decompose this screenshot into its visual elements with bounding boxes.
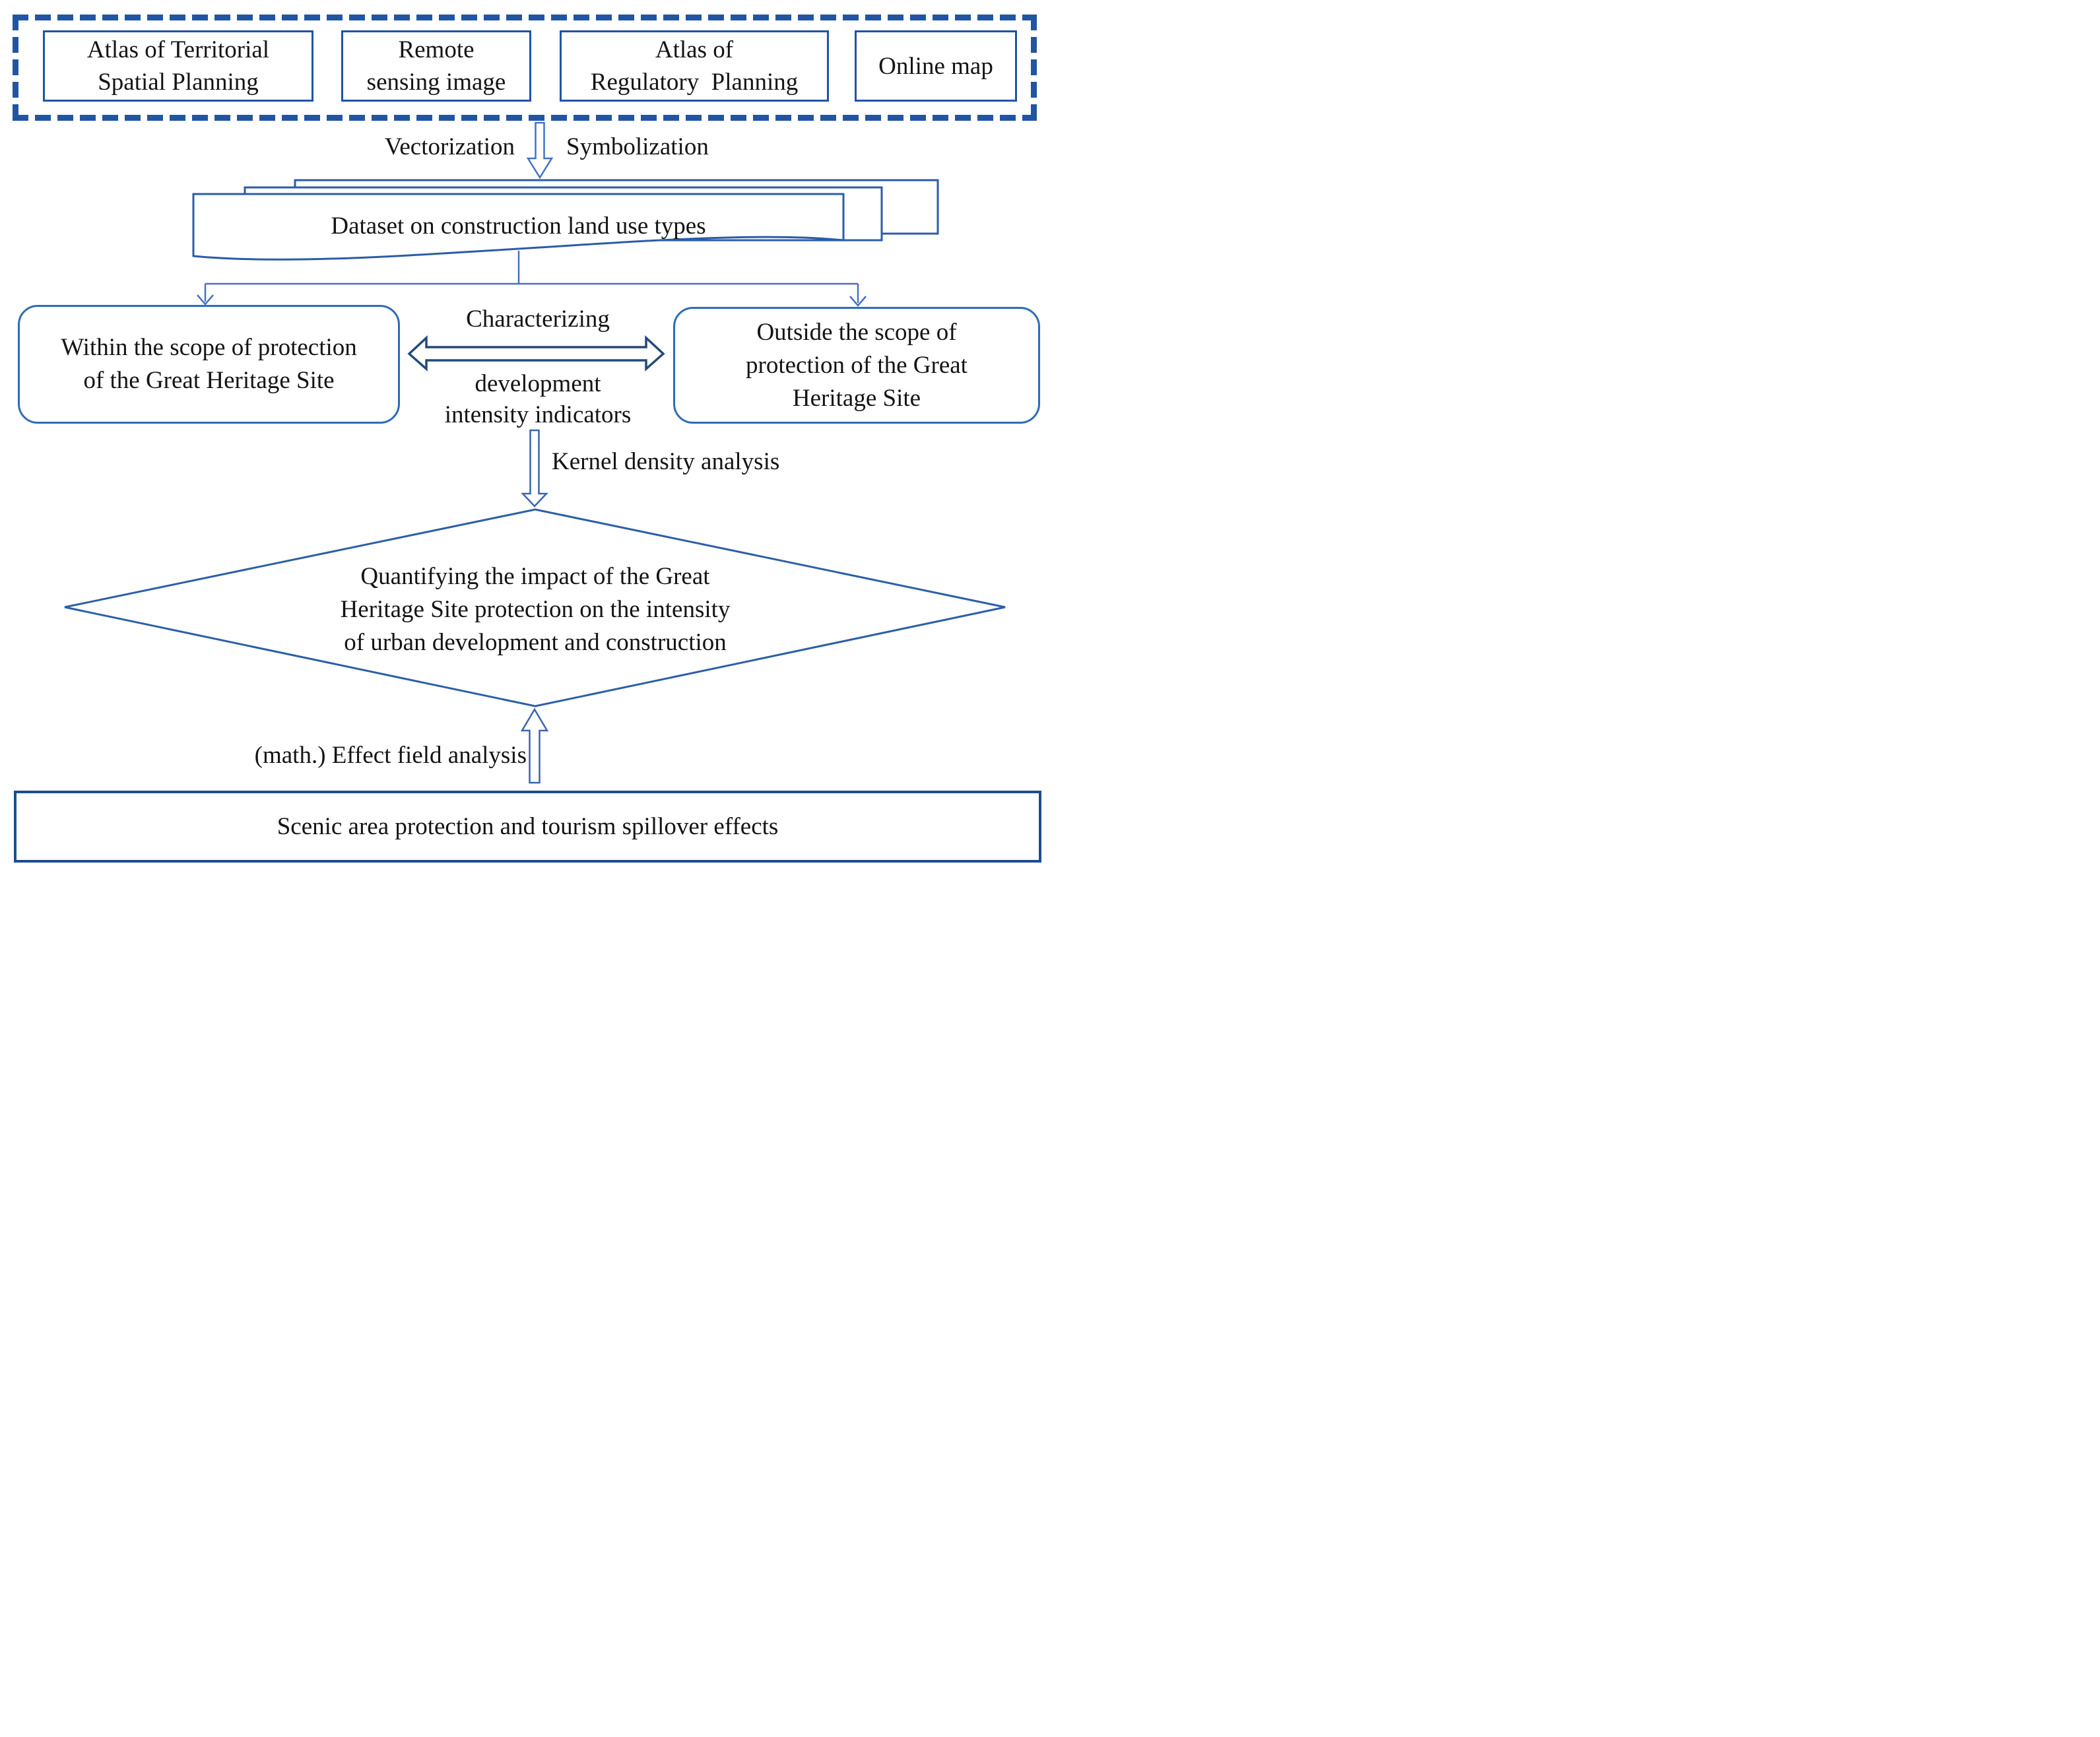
development-indicators-label: development intensity indicators <box>389 368 686 430</box>
source-box-line: sensing image <box>366 69 506 96</box>
flowchart-figure: Atlas of Territorial Spatial Planning Re… <box>0 0 1050 868</box>
diamond-shape <box>64 508 1006 707</box>
scenic-area-box: Scenic area protection and tourism spill… <box>14 791 1041 863</box>
down-arrow-icon <box>526 121 554 180</box>
within-scope-line: of the Great Heritage Site <box>83 367 335 394</box>
diamond-line: of urban development and construction <box>344 629 727 656</box>
branch-arrowhead-right-icon <box>849 296 867 307</box>
source-box-remote-sensing: Remote sensing image <box>341 30 531 102</box>
branch-arrowhead-left-icon <box>197 294 214 306</box>
dashed-frame-bottom <box>13 115 1037 121</box>
effect-arrow-icon <box>520 707 549 784</box>
within-scope-line: Within the scope of protection <box>61 334 357 361</box>
symbolization-label: Symbolization <box>566 133 709 160</box>
within-scope-box: Within the scope of protection of the Gr… <box>18 305 400 424</box>
vectorization-label: Vectorization <box>384 133 515 160</box>
source-box-online-map: Online map <box>855 30 1017 102</box>
double-arrow-icon <box>407 335 665 372</box>
source-box-territorial-planning: Atlas of Territorial Spatial Planning <box>43 30 313 102</box>
source-box-line: Spatial Planning <box>98 69 259 96</box>
scenic-area-label: Scenic area protection and tourism spill… <box>277 813 779 840</box>
characterizing-label: Characterizing <box>466 306 610 333</box>
outside-scope-box: Outside the scope of protection of the G… <box>673 307 1040 424</box>
kernel-arrow-icon <box>521 429 548 508</box>
source-box-line: Atlas of Territorial <box>86 36 270 63</box>
source-box-regulatory-planning: Atlas of Regulatory Planning <box>560 30 829 102</box>
dataset-label: Dataset on construction land use types <box>331 213 706 240</box>
dashed-frame-top <box>13 15 1037 20</box>
diamond-line: Quantifying the impact of the Great <box>360 563 710 590</box>
dashed-frame-left <box>13 15 18 121</box>
outside-scope-line: Outside the scope of <box>756 318 957 346</box>
dataset-doc-front <box>192 193 845 261</box>
diamond-label: Quantifying the impact of the Great Heri… <box>205 560 865 659</box>
development-indicators-line: development <box>475 370 601 397</box>
effect-field-label: (math.) Effect field analysis <box>254 742 527 769</box>
outside-scope-line: Heritage Site <box>792 384 921 412</box>
source-box-line: Online map <box>878 52 993 80</box>
kernel-density-label: Kernel density analysis <box>552 448 780 475</box>
flowchart-shapes-layer <box>64 121 1006 784</box>
source-box-line: Regulatory Planning <box>590 69 799 96</box>
development-indicators-line: intensity indicators <box>444 401 632 428</box>
source-box-line: Atlas of <box>655 36 734 63</box>
source-box-line: Remote <box>398 36 475 63</box>
outside-scope-line: protection of the Great <box>746 351 968 379</box>
diamond-line: Heritage Site protection on the intensit… <box>340 596 731 623</box>
dashed-frame-right <box>1031 15 1037 121</box>
branch-connector-line <box>204 251 859 303</box>
